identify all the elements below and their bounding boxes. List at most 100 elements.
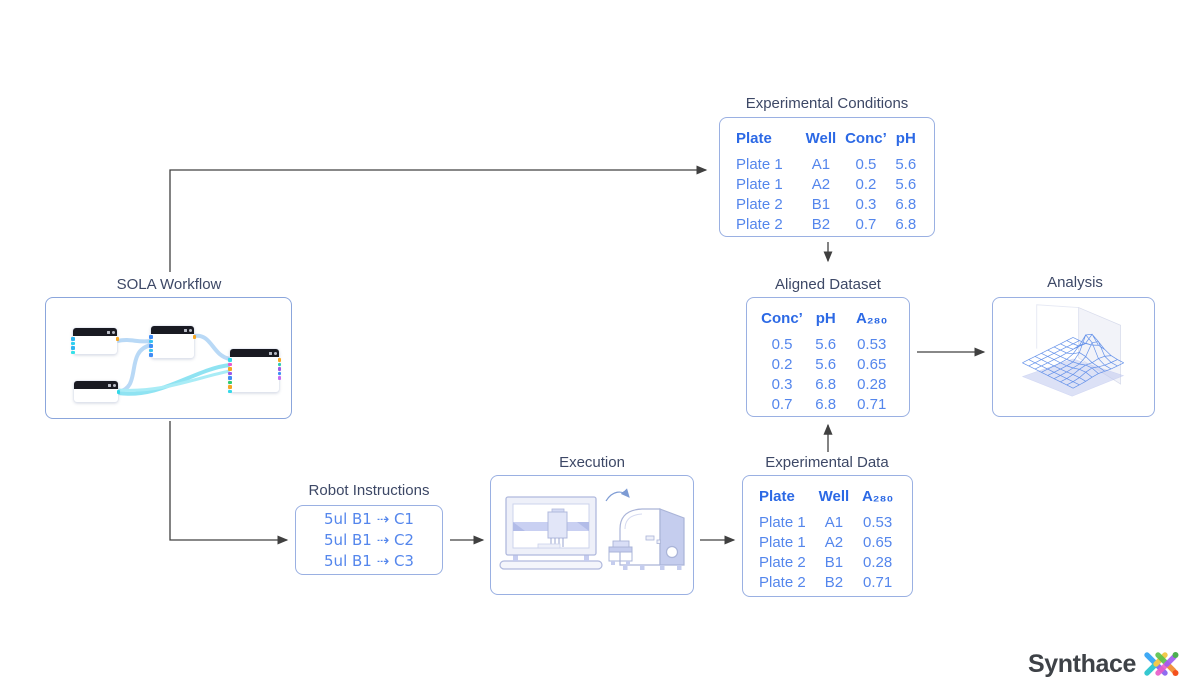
- execution-label: Execution: [559, 454, 625, 471]
- workflow-node: [149, 326, 196, 358]
- table-cell: 0.28: [857, 375, 887, 393]
- node-connections: [115, 333, 232, 396]
- table-header-cell: Plate: [759, 488, 795, 505]
- table-header-cell: Plate: [736, 130, 772, 147]
- robot-instruction-line: 5ul B1 ⇢ C2: [324, 531, 414, 549]
- synthace-logo-text: Synthace: [1028, 650, 1136, 678]
- surface-mesh: [1021, 333, 1124, 389]
- robot-instruction-line: 5ul B1 ⇢ C1: [324, 510, 414, 528]
- node-header: [73, 328, 117, 336]
- table-cell: B2: [811, 216, 831, 234]
- node-header: [151, 326, 194, 334]
- table-header-row: Conc’ pH A₂₈₀: [759, 306, 897, 334]
- table-cell: 0.53: [857, 335, 887, 353]
- table-header-cell: pH: [895, 130, 916, 147]
- table-cell: A2: [811, 175, 831, 193]
- table-cell: Plate 2: [759, 553, 806, 571]
- edit-icon: [184, 328, 187, 332]
- robot-instruction-line: 5ul B1 ⇢ C3: [324, 552, 414, 570]
- edit-icon: [108, 383, 111, 387]
- execution-illustration: [499, 488, 685, 570]
- table-cell: 5.6: [895, 175, 917, 193]
- table-cell: Plate 1: [736, 175, 783, 193]
- robot-instructions-label: Robot Instructions: [308, 482, 430, 499]
- edit-icon: [269, 351, 272, 355]
- table-header-cell: A₂₈₀: [856, 310, 888, 327]
- table-cell: 0.71: [857, 396, 887, 414]
- table-cell: B2: [824, 574, 844, 592]
- edit-icon: [107, 330, 110, 334]
- input-ports: [149, 335, 153, 357]
- liquid-handler-icon: [499, 496, 603, 570]
- robot-instructions-box: 5ul B1 ⇢ C1 5ul B1 ⇢ C2 5ul B1 ⇢ C3: [295, 505, 443, 575]
- workflow-node: [71, 328, 119, 354]
- plate-reader-icon: [608, 508, 685, 570]
- synthace-logo: Synthace: [1028, 650, 1180, 679]
- table-cell: 6.8: [815, 396, 837, 414]
- table-cell: 0.65: [857, 355, 887, 373]
- output-ports: [116, 390, 120, 394]
- table-cell: 6.8: [815, 375, 837, 393]
- node-header: [230, 349, 279, 357]
- table-cell: 0.65: [863, 533, 893, 551]
- table-cell: 5.6: [895, 155, 917, 173]
- table-cell: B1: [824, 553, 844, 571]
- table-cell: 5.6: [815, 335, 837, 353]
- aligned-dataset-label: Aligned Dataset: [775, 276, 881, 293]
- table-header-cell: A₂₈₀: [861, 488, 894, 505]
- table-cell: A1: [811, 155, 831, 173]
- table-cell: Plate 2: [736, 195, 783, 213]
- input-ports: [71, 337, 75, 354]
- arrow-sola-to-conditions: [169, 165, 708, 272]
- surface-plot-illustration: [1021, 304, 1124, 397]
- table-cell: 6.8: [895, 195, 917, 213]
- node-header: [74, 381, 118, 389]
- output-ports: [115, 337, 119, 341]
- table-header-cell: Conc’: [761, 310, 803, 327]
- table-cell: B1: [811, 195, 831, 213]
- table-header-cell: pH: [815, 310, 836, 327]
- table-cell: 0.71: [863, 574, 893, 592]
- output-ports: [192, 335, 196, 339]
- table-header-cell: Well: [818, 488, 850, 505]
- table-cell: A1: [824, 513, 844, 531]
- table-cell: 0.28: [863, 553, 893, 571]
- clock-icon: [111, 330, 115, 334]
- table-cell: 5.6: [815, 355, 837, 373]
- table-header-cell: Conc’: [845, 130, 887, 147]
- workflow-node: [74, 381, 120, 402]
- table-cell: 0.3: [771, 375, 793, 393]
- analysis-label: Analysis: [1047, 274, 1103, 291]
- table-cell: 0.2: [855, 175, 877, 193]
- table-cell: 0.5: [771, 335, 793, 353]
- workflow-node: [228, 349, 281, 393]
- synthace-logo-mark: [1144, 652, 1179, 676]
- table-header-cell: Well: [805, 130, 837, 147]
- sola-workflow-box: [45, 297, 292, 419]
- output-ports: [277, 358, 281, 380]
- arrow-sola-to-robot: [169, 421, 289, 545]
- table-row: 0.3 6.8 0.28: [759, 374, 897, 394]
- experimental-conditions-label: Experimental Conditions: [745, 95, 909, 112]
- table-header-row: Plate Well A₂₈₀: [755, 484, 900, 512]
- table-cell: 0.5: [855, 155, 877, 173]
- input-ports: [228, 358, 232, 393]
- clock-icon: [188, 328, 192, 332]
- analysis-box: [992, 297, 1155, 417]
- table-header-row: Plate Well Conc’ pH: [732, 126, 922, 154]
- table-row: Plate 1 A2 0.2 5.6: [732, 174, 922, 194]
- table-cell: 0.3: [855, 195, 877, 213]
- robot-instruction-list: 5ul B1 ⇢ C1 5ul B1 ⇢ C2 5ul B1 ⇢ C3: [324, 509, 414, 571]
- sola-workflow-label: SOLA Workflow: [116, 276, 222, 293]
